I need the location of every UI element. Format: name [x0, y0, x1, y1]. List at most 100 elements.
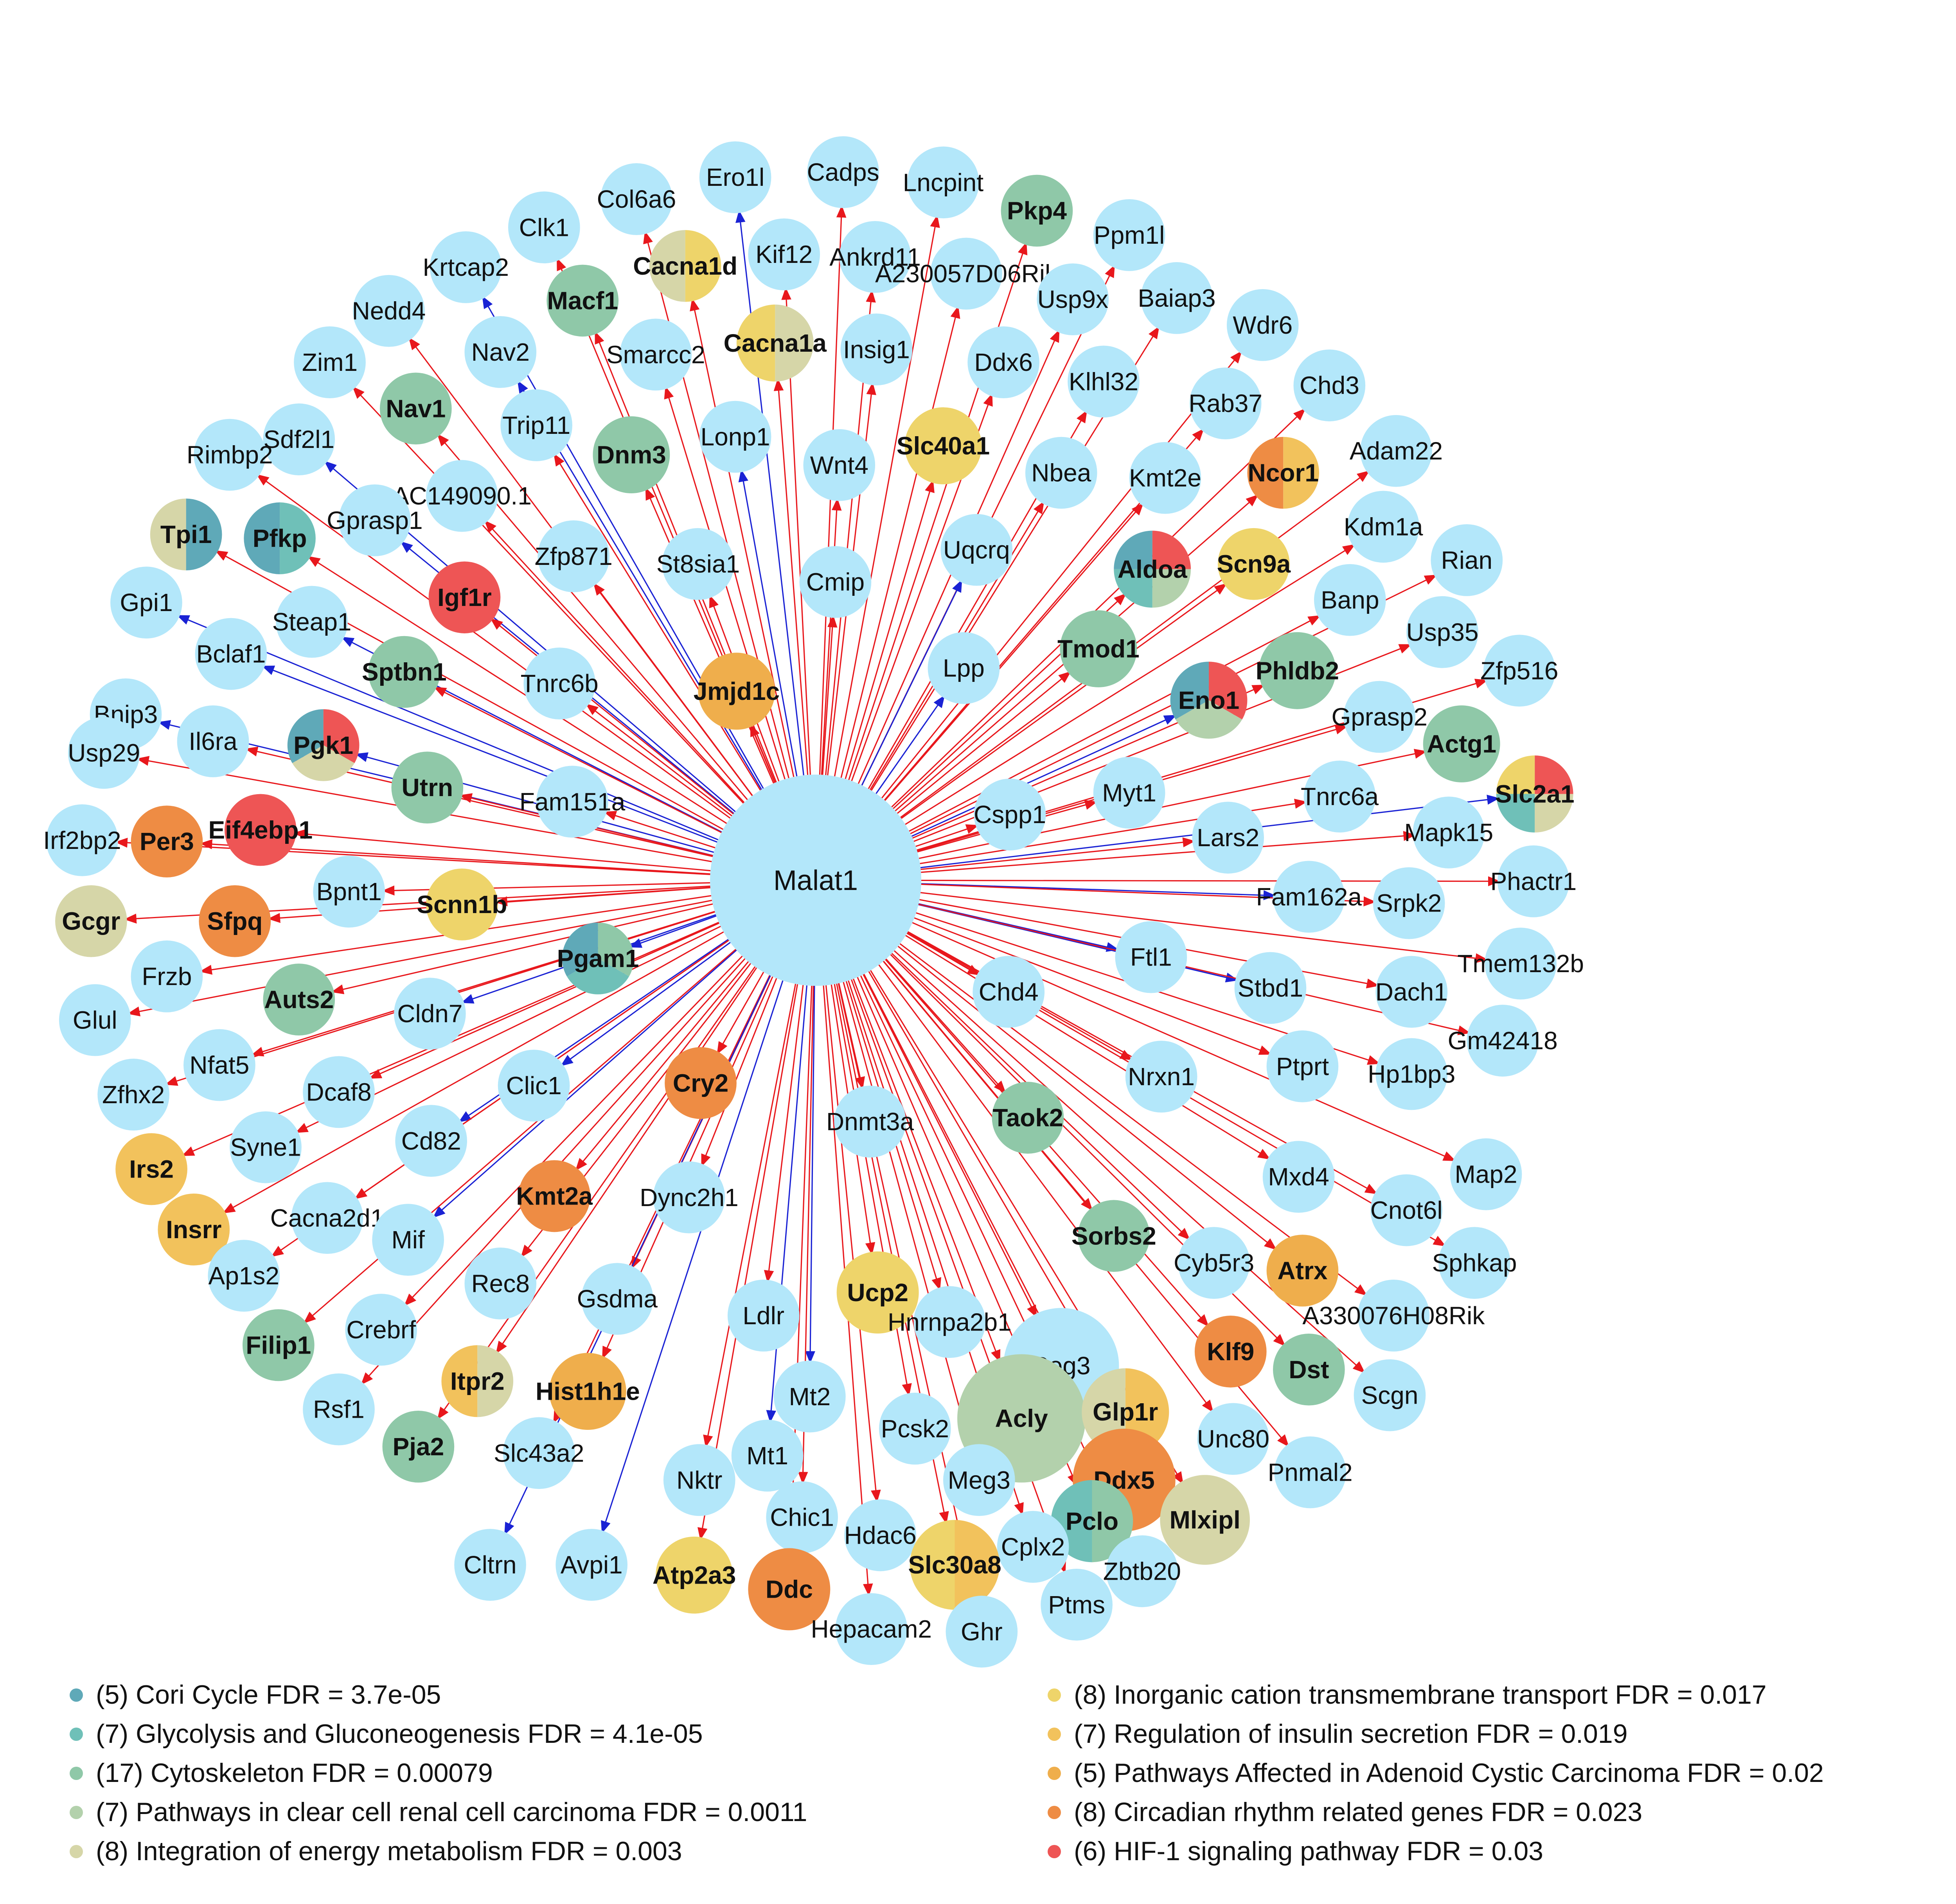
node-nav2[interactable]: Nav2	[464, 316, 537, 388]
node-col6a6[interactable]: Col6a6	[597, 163, 676, 235]
node-tmod1[interactable]: Tmod1	[1057, 610, 1140, 687]
node-lonp1[interactable]: Lonp1	[699, 401, 771, 473]
node-dst[interactable]: Dst	[1273, 1333, 1345, 1406]
node-atrx[interactable]: Atrx	[1266, 1235, 1339, 1307]
node-gpi1[interactable]: Gpi1	[110, 566, 182, 639]
node-lpp[interactable]: Lpp	[928, 632, 1000, 704]
node-gsdma[interactable]: Gsdma	[577, 1263, 658, 1335]
node-usp29[interactable]: Usp29	[68, 717, 140, 789]
node-pgk1[interactable]: Pgk1	[287, 709, 360, 781]
node-il6ra[interactable]: Il6ra	[177, 705, 249, 777]
node-actg1[interactable]: Actg1	[1423, 705, 1500, 782]
node-rimbp2[interactable]: Rimbp2	[187, 419, 273, 491]
node-gcgr[interactable]: Gcgr	[55, 885, 127, 957]
node-klf9[interactable]: Klf9	[1194, 1316, 1267, 1388]
node-mt1[interactable]: Mt1	[731, 1420, 804, 1492]
node-meg3[interactable]: Meg3	[943, 1444, 1015, 1516]
node-mif[interactable]: Mif	[372, 1204, 444, 1276]
node-jmjd1c[interactable]: Jmjd1c	[694, 653, 780, 730]
node-uqcrq[interactable]: Uqcrq	[940, 514, 1013, 586]
node-utrn[interactable]: Utrn	[391, 752, 464, 823]
node-mapk15[interactable]: Mapk15	[1404, 796, 1494, 868]
node-st8sia1[interactable]: St8sia1	[656, 528, 740, 600]
node-tpi1[interactable]: Tpi1	[150, 498, 222, 571]
node-usp9x[interactable]: Usp9x	[1037, 263, 1109, 336]
node-ucp2[interactable]: Ucp2	[836, 1251, 919, 1334]
node-kmt2e[interactable]: Kmt2e	[1129, 442, 1201, 514]
node-rec8[interactable]: Rec8	[464, 1247, 537, 1320]
node-mt2[interactable]: Mt2	[773, 1360, 846, 1433]
node-zfp516[interactable]: Zfp516	[1480, 635, 1558, 707]
node-cldn7[interactable]: Cldn7	[394, 978, 466, 1050]
node-ap1s2[interactable]: Ap1s2	[208, 1240, 280, 1312]
node-cspp1[interactable]: Cspp1	[974, 779, 1046, 850]
node-taok2[interactable]: Taok2	[992, 1082, 1064, 1154]
node-usp35[interactable]: Usp35	[1406, 596, 1478, 668]
node-zfp871[interactable]: Zfp871	[535, 520, 613, 592]
node-ankrd11[interactable]: Ankrd11	[829, 221, 921, 293]
node-pkp4[interactable]: Pkp4	[1001, 174, 1073, 247]
node-ptprt[interactable]: Ptprt	[1266, 1030, 1339, 1102]
node-gm42418[interactable]: Gm42418	[1448, 1005, 1558, 1077]
node-nedd4[interactable]: Nedd4	[352, 275, 426, 347]
node-chd4[interactable]: Chd4	[973, 956, 1045, 1028]
node-mlxipl[interactable]: Mlxipl	[1160, 1475, 1250, 1565]
node-slc2a1[interactable]: Slc2a1	[1495, 755, 1575, 832]
node-sdf2l1[interactable]: Sdf2l1	[263, 403, 335, 476]
node-dcaf8[interactable]: Dcaf8	[303, 1056, 375, 1128]
node-dach1[interactable]: Dach1	[1375, 956, 1448, 1028]
node-phactr1[interactable]: Phactr1	[1490, 845, 1577, 917]
node-clk1[interactable]: Clk1	[508, 191, 580, 264]
node-scgn[interactable]: Scgn	[1354, 1359, 1426, 1431]
node-mxd4[interactable]: Mxd4	[1262, 1141, 1335, 1213]
node-auts2[interactable]: Auts2	[263, 964, 335, 1036]
node-cltrn[interactable]: Cltrn	[454, 1529, 526, 1601]
node-phldb2[interactable]: Phldb2	[1256, 632, 1339, 709]
node-zim1[interactable]: Zim1	[294, 326, 366, 398]
node-hdac6[interactable]: Hdac6	[844, 1499, 917, 1571]
node-cyb5r3[interactable]: Cyb5r3	[1174, 1227, 1254, 1299]
node-pfkp[interactable]: Pfkp	[244, 502, 316, 574]
node-glul[interactable]: Glul	[59, 984, 131, 1056]
node-nfat5[interactable]: Nfat5	[183, 1029, 255, 1101]
node-hist1h1e[interactable]: Hist1h1e	[536, 1353, 640, 1430]
node-avpi1[interactable]: Avpi1	[556, 1529, 628, 1601]
node-scn9a[interactable]: Scn9a	[1217, 528, 1291, 600]
node-eno1[interactable]: Eno1	[1170, 662, 1248, 739]
node-insrr[interactable]: Insrr	[158, 1194, 230, 1266]
node-a330076h08rik[interactable]: A330076H08Rik	[1302, 1280, 1485, 1352]
node-ppm1l[interactable]: Ppm1l	[1093, 199, 1165, 271]
node-ncor1[interactable]: Ncor1	[1247, 437, 1320, 509]
hub-node[interactable]: Malat1	[710, 775, 921, 986]
node-kmt2a[interactable]: Kmt2a	[516, 1160, 593, 1232]
node-hepacam2[interactable]: Hepacam2	[811, 1593, 932, 1665]
node-igf1r[interactable]: Igf1r	[428, 561, 501, 633]
node-irf2bp2[interactable]: Irf2bp2	[43, 804, 121, 876]
node-map2[interactable]: Map2	[1450, 1138, 1522, 1210]
node-dync2h1[interactable]: Dync2h1	[640, 1161, 739, 1233]
node-atp2a3[interactable]: Atp2a3	[653, 1536, 736, 1614]
node-per3[interactable]: Per3	[131, 805, 203, 877]
node-cacna1d[interactable]: Cacna1d	[633, 230, 737, 302]
node-crebrf[interactable]: Crebrf	[345, 1294, 417, 1366]
node-tnrc6a[interactable]: Tnrc6a	[1301, 761, 1379, 832]
node-sorbs2[interactable]: Sorbs2	[1071, 1200, 1156, 1272]
node-irs2[interactable]: Irs2	[115, 1133, 187, 1205]
node-hp1bp3[interactable]: Hp1bp3	[1368, 1038, 1455, 1110]
node-pja2[interactable]: Pja2	[382, 1411, 455, 1483]
node-cplx2[interactable]: Cplx2	[997, 1511, 1069, 1583]
node-myt1[interactable]: Myt1	[1093, 757, 1165, 829]
node-sphkap[interactable]: Sphkap	[1432, 1227, 1517, 1299]
node-ghr[interactable]: Ghr	[946, 1595, 1018, 1668]
node-fam162a[interactable]: Fam162a	[1256, 861, 1362, 933]
node-chd3[interactable]: Chd3	[1293, 349, 1366, 422]
node-ptms[interactable]: Ptms	[1041, 1568, 1113, 1641]
node-klhl32[interactable]: Klhl32	[1068, 345, 1140, 418]
node-slc30a8[interactable]: Slc30a8	[908, 1520, 1001, 1610]
node-eif4ebp1[interactable]: Eif4ebp1	[209, 794, 313, 866]
node-filip1[interactable]: Filip1	[242, 1309, 315, 1381]
node-ldlr[interactable]: Ldlr	[727, 1280, 800, 1352]
node-dnm3[interactable]: Dnm3	[593, 416, 670, 493]
node-rab37[interactable]: Rab37	[1188, 367, 1262, 440]
node-clic1[interactable]: Clic1	[498, 1050, 570, 1122]
